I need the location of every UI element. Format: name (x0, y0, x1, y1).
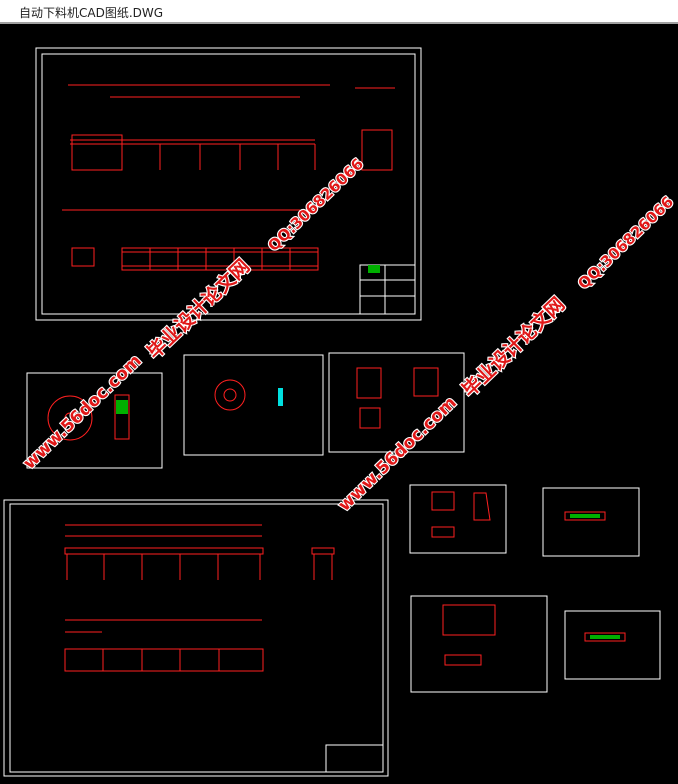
highlight-fills (278, 388, 283, 406)
drawing-geometry (47, 84, 626, 672)
watermark-qq: QQ:306826066 (264, 155, 367, 255)
title-bar: 自动下料机CAD图纸.DWG (0, 0, 678, 24)
watermark-group-right: www.56doc.com 毕业设计论文网 QQ:306826066 (333, 192, 678, 517)
sheet-small-2 (542, 487, 640, 557)
sheet-sprocket-part (183, 354, 324, 456)
title-block (359, 264, 416, 315)
sheet-disc-part (26, 372, 163, 469)
sheet-small-3 (410, 595, 548, 693)
sheet-small-1 (409, 484, 507, 554)
watermark-site-cn: 毕业设计论文网 (457, 293, 569, 402)
title-block (325, 744, 384, 773)
hatch-fills (116, 265, 620, 639)
cad-drawing-canvas[interactable]: www.56doc.com 毕业设计论文网 QQ:306826066 www.5… (0, 26, 678, 784)
watermark-qq: QQ:306826066 (574, 193, 677, 293)
sheet-main-assembly (35, 47, 422, 321)
watermark-url: www.56doc.com (335, 393, 461, 516)
sheet-frame-assembly (3, 499, 389, 777)
window-title: 自动下料机CAD图纸.DWG (19, 6, 164, 20)
sheet-small-4 (564, 610, 661, 680)
watermark-site-cn: 毕业设计论文网 (142, 255, 254, 364)
sheet-bracket-part (328, 352, 465, 453)
